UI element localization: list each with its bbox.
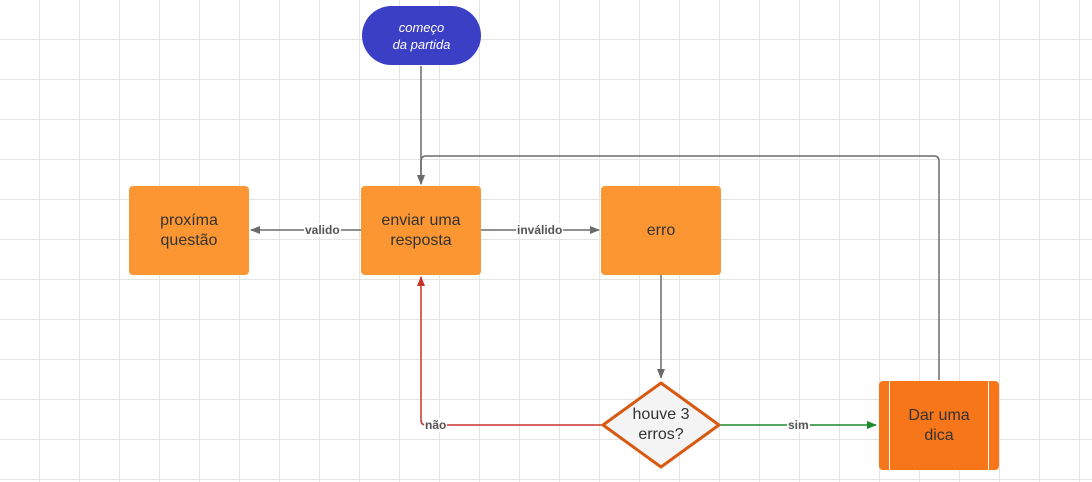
hint-node-left-bar [889,381,890,470]
hint-node[interactable]: Dar uma dica [879,381,999,470]
edge-decision-to-send[interactable] [417,276,603,426]
edge-label-nao: não [424,418,448,432]
hint-node-right-bar [988,381,989,470]
start-node[interactable]: começo da partida [362,6,481,65]
error-node-label: erro [646,221,676,239]
next-question-label: proxíma questão [160,211,218,249]
error-node[interactable]: erro [601,186,721,275]
send-answer-node[interactable]: enviar uma resposta [361,186,481,275]
start-node-label: começo da partida [392,19,451,52]
hint-node-label: Dar uma dica [908,406,970,444]
decision-diamond-shape[interactable] [601,381,721,469]
decision-node[interactable]: houve 3 erros? [611,400,711,450]
decision-node-label: houve 3 erros? [632,406,690,443]
edge-label-sim: sim [787,418,810,432]
next-question-node[interactable]: proxíma questão [129,186,249,275]
edge-label-valido: valido [304,223,341,237]
edge-label-invalido: inválido [516,223,564,237]
send-answer-label: enviar uma resposta [381,211,461,249]
edge-hint-to-send[interactable] [417,155,940,380]
